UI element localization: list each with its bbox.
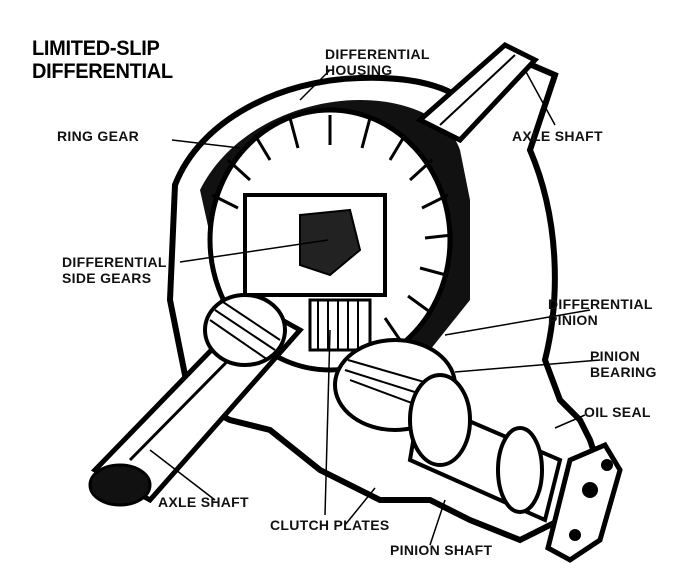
label-differential-housing-line2: HOUSING — [325, 62, 393, 78]
label-pinion-bearing-line1: PINION — [590, 348, 641, 364]
pinion-shaft-assembly — [407, 373, 563, 523]
label-clutch-plates: CLUTCH PLATES — [270, 517, 390, 533]
label-side-gears-line2: SIDE GEARS — [62, 270, 152, 286]
label-pinion-bearing-line2: BEARING — [590, 364, 657, 380]
label-oil-seal: OIL SEAL — [584, 404, 651, 420]
title-line-2: DIFFERENTIAL — [32, 60, 173, 84]
diagram-title: LIMITED-SLIP DIFFERENTIAL — [32, 37, 173, 83]
label-differential-housing-line1: DIFFERENTIAL — [325, 46, 430, 62]
clutch-pack — [308, 298, 372, 352]
label-diff-pinion-line1: DIFFERENTIAL — [548, 296, 653, 312]
label-differential-housing: DIFFERENTIAL HOUSING — [325, 46, 430, 78]
label-axle-shaft-bottom: AXLE SHAFT — [158, 494, 249, 510]
label-axle-shaft-top: AXLE SHAFT — [512, 128, 603, 144]
side-gear-center — [299, 208, 362, 277]
leader-lines — [149, 69, 601, 546]
title-line-1: LIMITED-SLIP — [32, 36, 160, 60]
label-differential-pinion: DIFFERENTIAL PINION — [548, 296, 653, 328]
right-axle-shaft — [415, 42, 540, 144]
label-pinion-shaft: PINION SHAFT — [390, 542, 493, 558]
label-diff-pinion-line2: PINION — [548, 312, 599, 328]
label-pinion-bearing: PINION BEARING — [590, 348, 657, 380]
label-ring-gear: RING GEAR — [57, 128, 140, 144]
label-differential-side-gears: DIFFERENTIAL SIDE GEARS — [62, 254, 167, 286]
label-side-gears-line1: DIFFERENTIAL — [62, 254, 167, 270]
pinion-flange — [545, 441, 623, 563]
